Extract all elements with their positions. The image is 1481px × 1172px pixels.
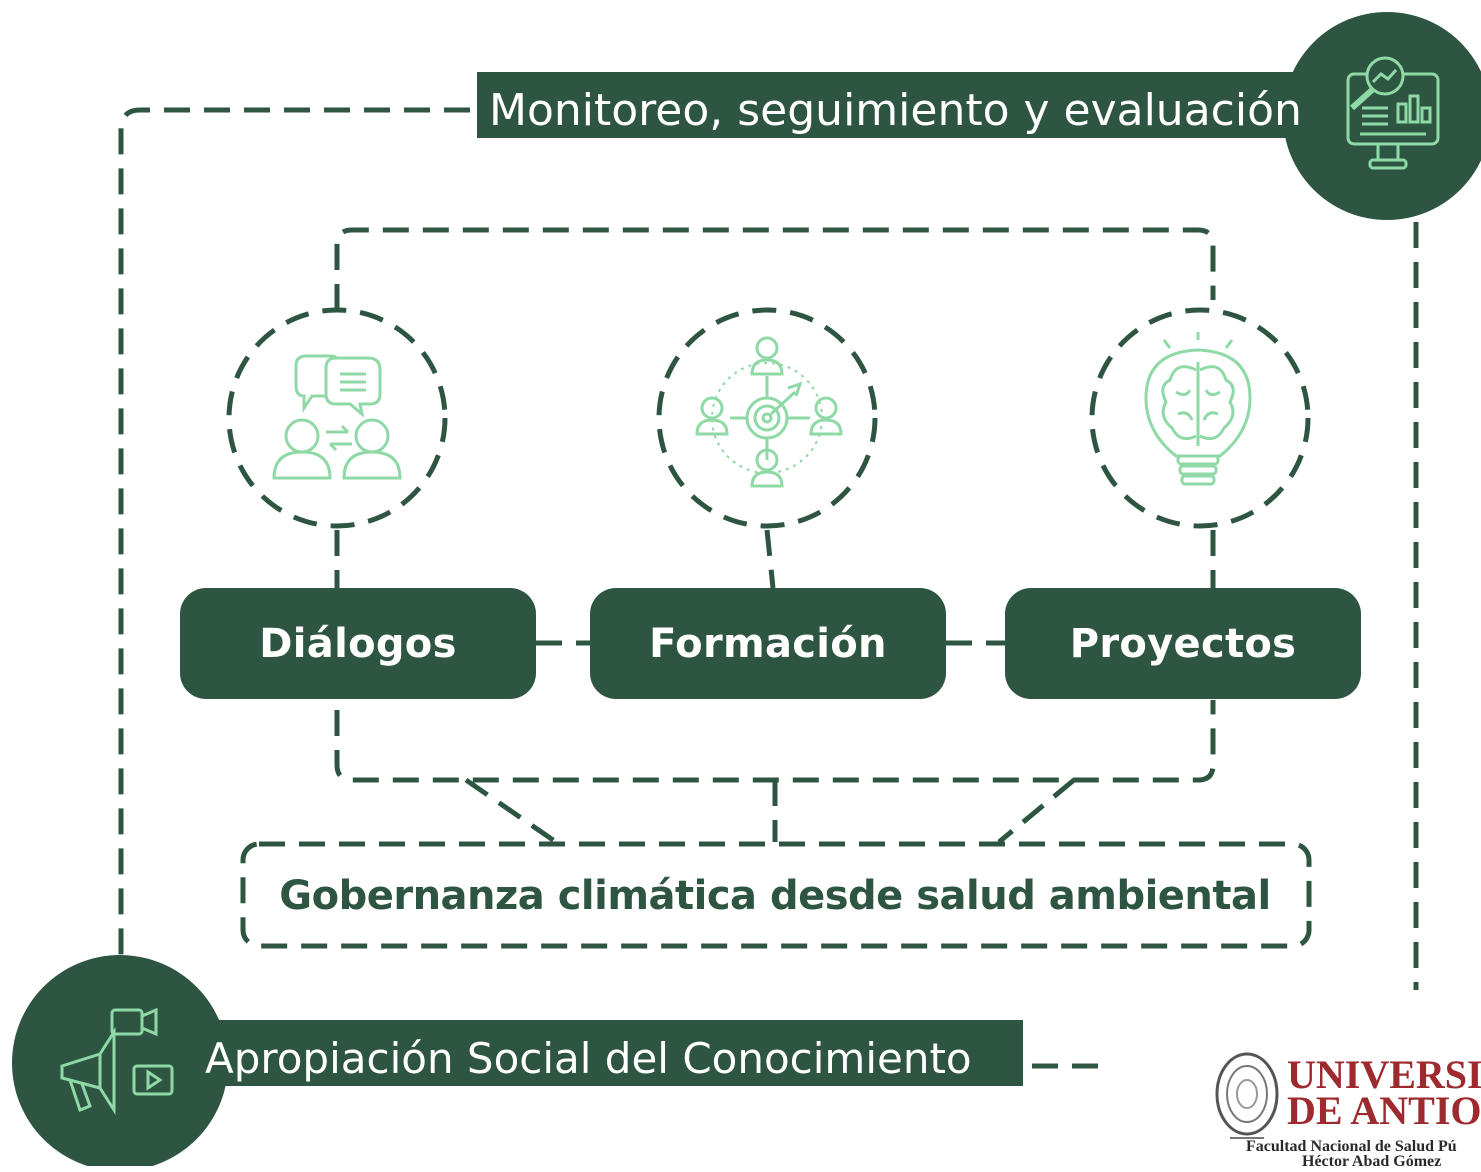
node-formacion-label: Formación (649, 620, 887, 667)
logo-university-line2: DE ANTIOQ (1287, 1088, 1481, 1133)
funnel-left (464, 777, 558, 845)
node-dialogos: Diálogos (180, 588, 536, 699)
target-people-icon (695, 336, 843, 488)
node-formacion: Formación (590, 588, 946, 699)
proyectos-circle (1089, 307, 1311, 529)
university-seal-icon (1215, 1052, 1279, 1139)
logo-faculty-line2: Héctor Abad Gómez (1302, 1153, 1442, 1170)
megaphone-badge (12, 955, 228, 1166)
monitoring-banner: Monitoreo, seguimiento y evaluación (477, 72, 1307, 138)
node-proyectos: Proyectos (1005, 588, 1361, 699)
monitor-analytics-icon (1346, 56, 1440, 170)
logo-faculty-line1: Facultad Nacional de Salud Pú (1246, 1138, 1457, 1155)
brain-lightbulb-icon (1144, 332, 1252, 486)
people-conversation-icon (272, 354, 402, 480)
top-bracket (334, 227, 1216, 310)
dialogos-circle (226, 307, 448, 529)
megaphone-media-icon (60, 1007, 174, 1116)
bottom-bracket (334, 700, 1216, 783)
outcome-label: Gobernanza climática desde salud ambient… (279, 873, 1271, 919)
node-proyectos-label: Proyectos (1069, 620, 1297, 667)
formacion-connector (764, 529, 776, 589)
funnel-right (997, 778, 1076, 844)
outer-loop-left (118, 107, 470, 960)
node-dialogos-label: Diálogos (259, 620, 457, 667)
social-appropriation-banner: Apropiación Social del Conocimiento (195, 1020, 1023, 1086)
outcome-box (240, 841, 1312, 949)
dashed-connectors (118, 107, 1419, 1069)
formacion-circle (656, 307, 878, 529)
